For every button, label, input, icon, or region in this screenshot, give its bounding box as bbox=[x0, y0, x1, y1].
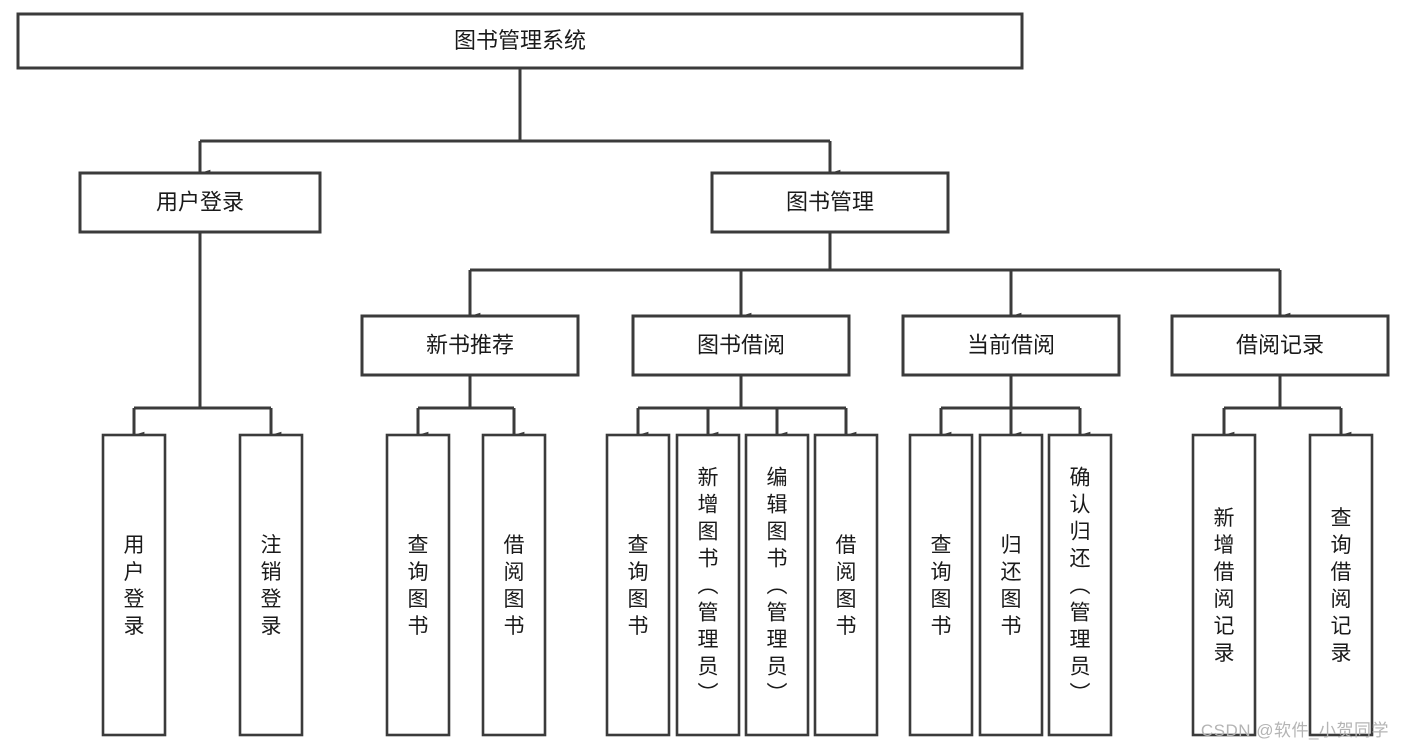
node-boxes: 图书管理系统用户登录图书管理新书推荐图书借阅当前借阅借阅记录用户登录注销登录查询… bbox=[16, 12, 1390, 737]
node-label: 查询图书 bbox=[628, 534, 649, 638]
node-box[interactable] bbox=[813, 433, 879, 737]
node-box[interactable] bbox=[1191, 433, 1257, 737]
node-label: 编辑图书︵管理员︶ bbox=[767, 467, 788, 706]
node-box[interactable] bbox=[978, 433, 1044, 737]
node-label: 当前借阅 bbox=[967, 332, 1055, 357]
node-leaf-查询图书[interactable]: 查询图书 bbox=[605, 433, 671, 737]
node-l3-图书借阅[interactable]: 图书借阅 bbox=[631, 314, 851, 377]
node-box[interactable] bbox=[360, 314, 580, 377]
node-l3-新书推荐[interactable]: 新书推荐 bbox=[360, 314, 580, 377]
node-label: 借阅记录 bbox=[1236, 332, 1324, 357]
node-leaf-新增图书管理员[interactable]: 新增图书︵管理员︶ bbox=[675, 433, 741, 737]
node-leaf-查询借阅记录[interactable]: 查询借阅记录 bbox=[1308, 433, 1374, 737]
node-label: 查询图书 bbox=[931, 534, 952, 638]
node-leaf-用户登录[interactable]: 用户登录 bbox=[101, 433, 167, 737]
node-box[interactable] bbox=[16, 12, 1024, 70]
node-label: 查询图书 bbox=[408, 534, 429, 638]
node-label: 新书推荐 bbox=[426, 332, 514, 357]
node-label: 注销登录 bbox=[261, 534, 282, 638]
node-leaf-查询图书[interactable]: 查询图书 bbox=[385, 433, 451, 737]
node-label: 图书借阅 bbox=[697, 332, 785, 357]
node-box[interactable] bbox=[744, 433, 810, 737]
connector-links bbox=[132, 68, 1352, 439]
node-leaf-归还图书[interactable]: 归还图书 bbox=[978, 433, 1044, 737]
node-label: 图书管理系统 bbox=[454, 28, 586, 53]
node-label: 归还图书 bbox=[1001, 534, 1022, 638]
node-label: 确认归还︵管理员︶ bbox=[1070, 467, 1091, 706]
node-leaf-新增借阅记录[interactable]: 新增借阅记录 bbox=[1191, 433, 1257, 737]
node-box[interactable] bbox=[901, 314, 1121, 377]
node-label: 新增图书︵管理员︶ bbox=[698, 467, 719, 706]
node-label: 借阅图书 bbox=[504, 534, 525, 638]
node-box[interactable] bbox=[1170, 314, 1390, 377]
node-box[interactable] bbox=[908, 433, 974, 737]
node-label: 用户登录 bbox=[124, 534, 145, 638]
node-l3-借阅记录[interactable]: 借阅记录 bbox=[1170, 314, 1390, 377]
node-box[interactable] bbox=[385, 433, 451, 737]
node-leaf-编辑图书管理员[interactable]: 编辑图书︵管理员︶ bbox=[744, 433, 810, 737]
node-box[interactable] bbox=[238, 433, 304, 737]
node-box[interactable] bbox=[78, 171, 322, 234]
node-box[interactable] bbox=[1047, 433, 1113, 737]
node-l2-用户登录[interactable]: 用户登录 bbox=[78, 171, 322, 234]
node-box[interactable] bbox=[605, 433, 671, 737]
node-l3-当前借阅[interactable]: 当前借阅 bbox=[901, 314, 1121, 377]
node-leaf-借阅图书[interactable]: 借阅图书 bbox=[481, 433, 547, 737]
node-label: 用户登录 bbox=[156, 189, 244, 214]
node-leaf-确认归还管理员[interactable]: 确认归还︵管理员︶ bbox=[1047, 433, 1113, 737]
node-leaf-查询图书[interactable]: 查询图书 bbox=[908, 433, 974, 737]
node-l2-图书管理[interactable]: 图书管理 bbox=[710, 171, 950, 234]
node-root-图书管理系统[interactable]: 图书管理系统 bbox=[16, 12, 1024, 70]
node-box[interactable] bbox=[631, 314, 851, 377]
node-box[interactable] bbox=[710, 171, 950, 234]
node-label: 查询借阅记录 bbox=[1331, 507, 1352, 665]
node-leaf-注销登录[interactable]: 注销登录 bbox=[238, 433, 304, 737]
node-leaf-借阅图书[interactable]: 借阅图书 bbox=[813, 433, 879, 737]
node-label: 借阅图书 bbox=[836, 534, 857, 638]
node-label: 图书管理 bbox=[786, 189, 874, 214]
node-box[interactable] bbox=[101, 433, 167, 737]
node-box[interactable] bbox=[675, 433, 741, 737]
node-box[interactable] bbox=[1308, 433, 1374, 737]
node-label: 新增借阅记录 bbox=[1214, 507, 1235, 665]
node-box[interactable] bbox=[481, 433, 547, 737]
